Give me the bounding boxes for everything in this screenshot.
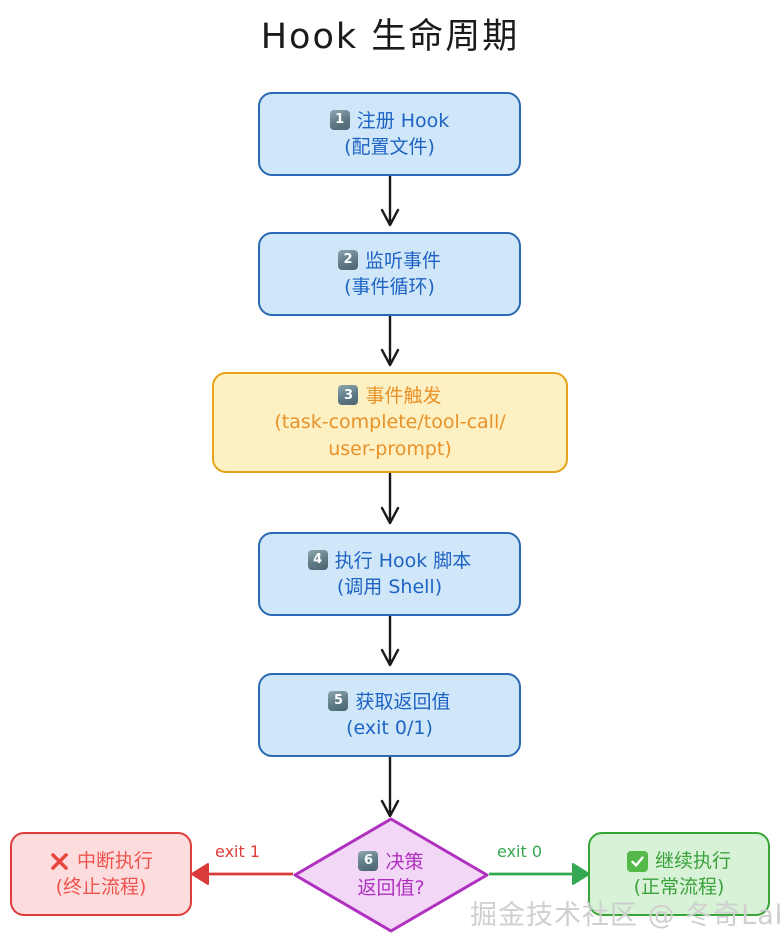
edge-n1-n2	[380, 176, 400, 227]
decision-label: 6 决策 返回值?	[292, 816, 490, 934]
edge-n4-n5	[380, 616, 400, 667]
node-line-secondary: (正常流程)	[634, 874, 725, 900]
node-label-5a: 获取返回值	[355, 690, 451, 713]
flow-node-get-return-value[interactable]: 5 获取返回值 (exit 0/1)	[258, 673, 521, 757]
node-line-primary: 5 获取返回值	[328, 689, 451, 715]
edge-label-exit-1: exit 1	[215, 842, 261, 861]
node-line-secondary: 返回值?	[357, 875, 424, 901]
edge-n6-n8	[489, 863, 590, 885]
node-label-3a: 事件触发	[365, 385, 442, 408]
node-line-primary: 1 注册 Hook	[329, 108, 450, 134]
node-label-7a: 中断执行	[76, 849, 153, 872]
node-label-2b: (事件循环)	[344, 276, 435, 298]
node-line-secondary: (task-complete/tool-call/	[274, 409, 505, 435]
edge-n3-n4	[380, 473, 400, 525]
flow-node-abort-execution[interactable]: 中断执行 (终止流程)	[10, 832, 192, 916]
cross-mark-icon	[51, 853, 68, 871]
keycap-2-icon: 2	[337, 249, 358, 270]
node-label-3c: user-prompt)	[328, 437, 452, 460]
keycap-4-icon: 4	[307, 549, 328, 570]
node-line-primary: 中断执行	[49, 848, 153, 874]
node-line-primary: 6 决策	[358, 849, 424, 875]
node-label-8b: (正常流程)	[633, 876, 725, 898]
watermark: 掘金技术社区 @ 冬奇Lab	[470, 900, 780, 931]
node-label-2a: 监听事件	[364, 249, 441, 272]
node-line-secondary: (事件循环)	[344, 274, 435, 300]
node-label-6a: 决策	[385, 850, 424, 873]
node-line-tertiary: user-prompt)	[328, 436, 452, 462]
node-label-6b: 返回值?	[357, 877, 425, 899]
flow-node-listen-events[interactable]: 2 监听事件 (事件循环)	[258, 232, 521, 316]
flow-node-event-trigger[interactable]: 3 事件触发 (task-complete/tool-call/ user-pr…	[212, 372, 568, 473]
diamond-shape	[293, 817, 489, 933]
check-mark-icon	[626, 851, 648, 873]
flow-node-continue-execution[interactable]: 继续执行 (正常流程)	[588, 832, 770, 916]
flow-node-decision[interactable]: 6 决策 返回值?	[292, 816, 490, 934]
edge-n6-n7	[191, 863, 293, 885]
node-label-4b: (调用 Shell)	[336, 576, 443, 598]
flow-node-register-hook[interactable]: 1 注册 Hook (配置文件)	[258, 92, 521, 176]
node-label-8a: 继续执行	[654, 849, 731, 872]
keycap-5-icon: 5	[328, 690, 349, 711]
edge-n5-n6	[380, 757, 400, 818]
node-label-7b: (终止流程)	[55, 876, 147, 898]
node-label-4a: 执行 Hook 脚本	[334, 549, 472, 572]
node-label-1b: (配置文件)	[344, 136, 435, 158]
node-label-1a: 注册 Hook	[356, 109, 450, 132]
node-line-secondary: (终止流程)	[56, 874, 147, 900]
edge-label-exit-0: exit 0	[497, 842, 543, 861]
edge-n2-n3	[380, 316, 400, 367]
node-line-primary: 4 执行 Hook 脚本	[307, 548, 472, 574]
node-label-5b: (exit 0/1)	[346, 717, 433, 739]
node-line-secondary: (配置文件)	[344, 134, 435, 160]
node-line-primary: 2 监听事件	[337, 248, 441, 274]
keycap-1-icon: 1	[329, 109, 350, 130]
node-line-primary: 3 事件触发	[338, 383, 442, 409]
node-label-3b: (task-complete/tool-call/	[274, 411, 506, 434]
node-line-secondary: (exit 0/1)	[346, 715, 433, 741]
page-title: Hook 生命周期	[260, 17, 520, 57]
node-line-primary: 继续执行	[626, 848, 731, 874]
node-line-secondary: (调用 Shell)	[337, 574, 442, 600]
keycap-6-icon: 6	[358, 850, 379, 871]
keycap-3-icon: 3	[338, 385, 359, 406]
flow-node-execute-hook-script[interactable]: 4 执行 Hook 脚本 (调用 Shell)	[258, 532, 521, 616]
